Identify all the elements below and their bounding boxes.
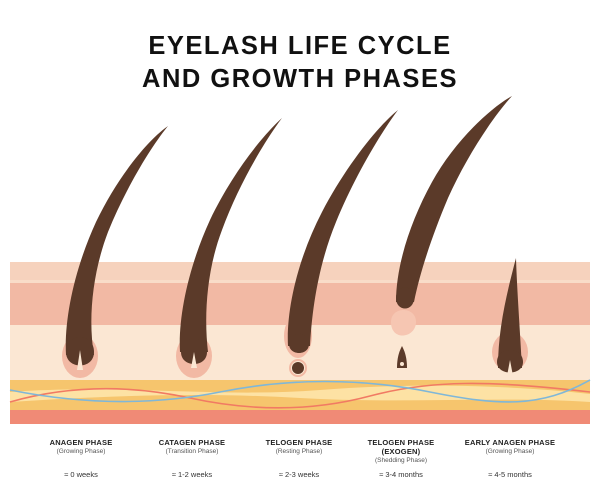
phase-name: ANAGEN PHASE bbox=[49, 438, 113, 447]
lash-3-bulb bbox=[289, 333, 309, 353]
phase-name: EARLY ANAGEN PHASE bbox=[464, 438, 556, 447]
phase-duration: ≈ 2-3 weeks bbox=[278, 470, 320, 479]
follicle-4 bbox=[391, 310, 416, 336]
title-line-2: AND GROWTH PHASES bbox=[142, 65, 458, 93]
phase-subtitle: (Growing Phase) bbox=[485, 448, 535, 455]
phase-subtitle: (Transition Phase) bbox=[165, 448, 219, 455]
title-line-1: EYELASH LIFE CYCLE bbox=[148, 32, 452, 60]
lash-3-papilla-halo bbox=[289, 359, 307, 377]
lash-4-new-bulb bbox=[397, 346, 407, 368]
vein-red bbox=[9, 382, 591, 409]
phase-anagen: ANAGEN PHASE (Growing Phase) ≈ 0 weeks bbox=[21, 438, 141, 479]
lash-2 bbox=[179, 118, 282, 352]
phase-alt-name: (EXOGEN) bbox=[381, 447, 421, 456]
fat-highlight bbox=[10, 385, 590, 402]
lash-5 bbox=[498, 258, 522, 368]
page-title: EYELASH LIFE CYCLE AND GROWTH PHASES bbox=[0, 30, 600, 96]
lash-2-bulb bbox=[181, 338, 207, 364]
phase-telogen: TELOGEN PHASE (Resting Phase) ≈ 2-3 week… bbox=[239, 438, 359, 479]
phase-subtitle: (Shedding Phase) bbox=[374, 457, 428, 464]
phase-name: TELOGEN PHASE bbox=[265, 438, 333, 447]
phase-telogen-exogen: TELOGEN PHASE (EXOGEN) (Shedding Phase) … bbox=[341, 438, 461, 479]
phase-duration: ≈ 1-2 weeks bbox=[171, 470, 213, 479]
phase-name: TELOGEN PHASE bbox=[367, 438, 435, 447]
muscle-layer bbox=[10, 410, 590, 424]
lash-1 bbox=[65, 126, 168, 355]
lash-2-papilla bbox=[191, 352, 197, 368]
phase-subtitle: (Growing Phase) bbox=[56, 448, 106, 455]
lash-3 bbox=[287, 110, 398, 346]
phase-early-anagen: EARLY ANAGEN PHASE (Growing Phase) ≈ 4-5… bbox=[450, 438, 570, 479]
lash-4-bulb bbox=[396, 287, 414, 309]
phase-catagen: CATAGEN PHASE (Transition Phase) ≈ 1-2 w… bbox=[132, 438, 252, 479]
lash-1-papilla bbox=[77, 350, 83, 370]
phase-duration: ≈ 3-4 months bbox=[379, 470, 423, 479]
lash-4-papilla bbox=[400, 362, 404, 366]
lash-4 bbox=[396, 96, 512, 302]
phase-duration: ≈ 0 weeks bbox=[64, 470, 98, 479]
lash-3-papilla bbox=[292, 362, 304, 374]
phase-subtitle: (Resting Phase) bbox=[275, 448, 323, 455]
lash-5-papilla bbox=[507, 360, 513, 376]
vein-blue bbox=[9, 379, 591, 403]
phase-name: CATAGEN PHASE bbox=[158, 438, 226, 447]
phase-duration: ≈ 4-5 months bbox=[488, 470, 532, 479]
